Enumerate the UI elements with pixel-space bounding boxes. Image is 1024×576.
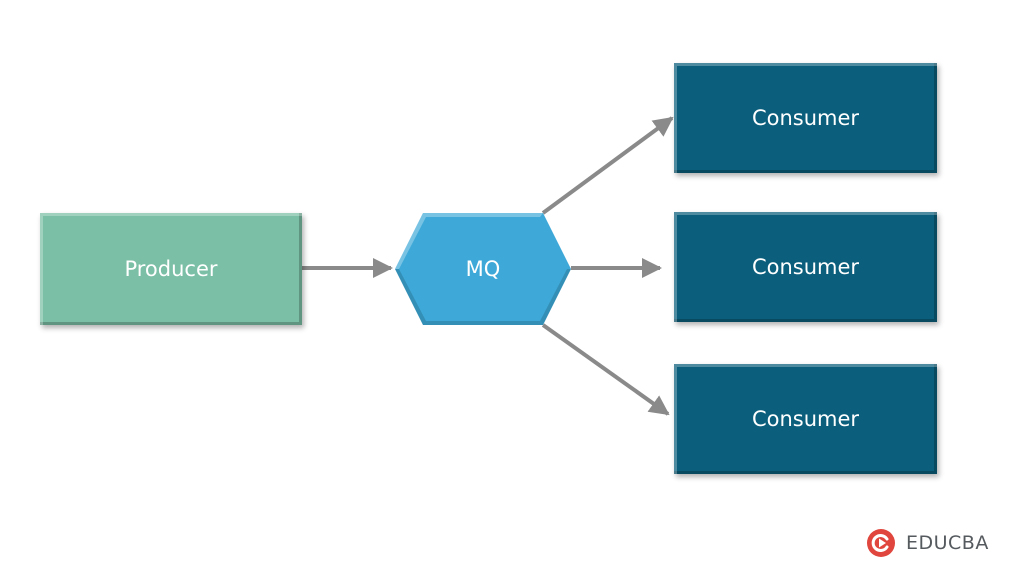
- consumer-label-3: Consumer: [751, 407, 860, 431]
- arrow-mq-to-consumer-1: [541, 116, 674, 215]
- producer-node: Producer: [40, 213, 302, 325]
- consumer-label-2: Consumer: [751, 255, 860, 279]
- mq-label: MQ: [465, 257, 501, 281]
- brand-name: EDUCBA: [906, 532, 989, 554]
- brand-watermark: EDUCBA: [866, 528, 989, 558]
- producer-label: Producer: [124, 257, 218, 281]
- consumer-node-1: Consumer: [674, 63, 937, 173]
- consumer-node-3: Consumer: [674, 364, 937, 474]
- consumer-node-2: Consumer: [674, 212, 937, 322]
- consumer-label-1: Consumer: [751, 106, 860, 130]
- mq-node: MQ: [395, 213, 571, 325]
- arrow-mq-to-consumer-3: [541, 323, 670, 416]
- educba-logo-icon: [867, 529, 895, 557]
- mq-hexagon-shape: [395, 213, 571, 325]
